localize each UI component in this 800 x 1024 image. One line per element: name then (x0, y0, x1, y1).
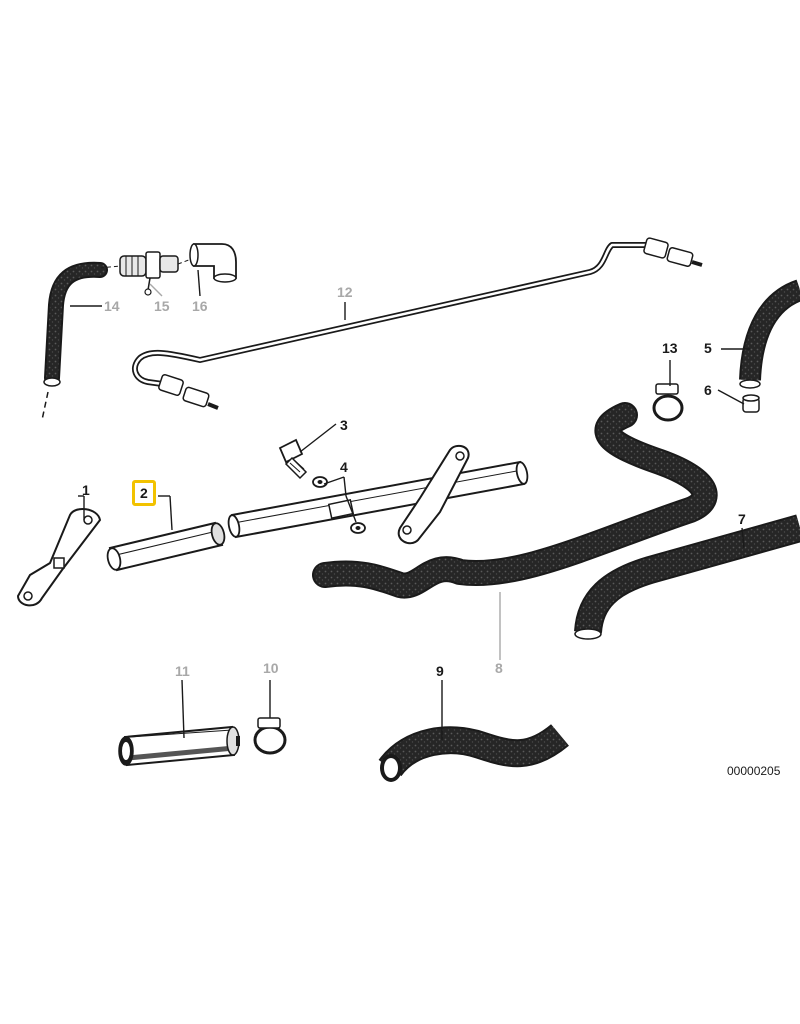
part-label-1: 1 (82, 482, 90, 498)
hose-part-7 (574, 514, 800, 640)
tube-part-2 (106, 521, 226, 572)
part-label-9: 9 (436, 663, 444, 679)
bracket-part-1 (16, 508, 102, 607)
part-label-7: 7 (738, 511, 746, 527)
part-label-16: 16 (192, 298, 208, 314)
clamp-part-10 (253, 717, 287, 755)
hose-part-8 (312, 402, 718, 599)
part-label-14: 14 (104, 298, 120, 314)
tube-assembly (227, 444, 529, 545)
cap-part-6 (742, 394, 760, 413)
part-label-10: 10 (263, 660, 279, 676)
hose-part-14 (41, 261, 108, 421)
document-number: 00000205 (727, 764, 781, 778)
clamp-part-13 (652, 383, 684, 422)
part-label-12: 12 (337, 284, 353, 300)
part-label-13: 13 (662, 340, 678, 356)
hose-part-5 (739, 279, 800, 389)
connector-part-15 (99, 251, 179, 296)
bolt-part-3 (278, 438, 308, 480)
part-label-6: 6 (704, 382, 712, 398)
part-label-5: 5 (704, 340, 712, 356)
pipe-part-12 (131, 237, 703, 410)
part-label-8: 8 (495, 660, 503, 676)
tube-part-11 (118, 725, 240, 767)
hose-part-9 (378, 723, 569, 782)
washer-part-4 (312, 476, 366, 534)
part-label-4: 4 (340, 459, 348, 475)
elbow-part-16 (177, 243, 237, 283)
part-label-11: 11 (175, 663, 190, 679)
part-label-15: 15 (154, 298, 170, 314)
part-label-3: 3 (340, 417, 348, 433)
part-label-2-highlighted[interactable]: 2 (132, 480, 156, 506)
leader-lines (70, 269, 750, 740)
